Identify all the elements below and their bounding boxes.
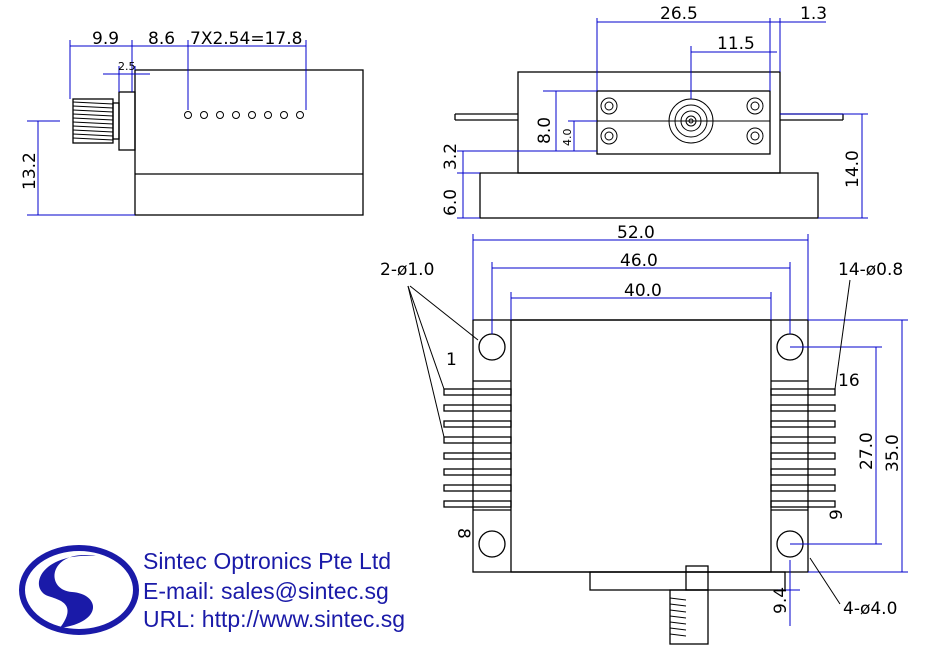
top-view: 52.0 46.0 40.0 2-ø1.0 14-ø0.8 4-ø4.0 27.…	[380, 223, 908, 645]
end-dim-4: 4.0	[561, 129, 574, 147]
end-dim-6: 6.0	[441, 189, 461, 216]
end-view: 26.5 1.3 11.5 8.0 4.0 3.2 6.0 14.0	[441, 4, 868, 219]
company-logo	[19, 545, 139, 635]
right-pins	[770, 388, 836, 508]
top-dim-94: 9.4	[771, 587, 791, 614]
top-holes-large: 4-ø4.0	[843, 599, 897, 619]
side-dim-mid: 8.6	[148, 29, 175, 49]
pin-label-8: 8	[453, 528, 473, 539]
company-name: Sintec Optronics Pte Ltd	[143, 548, 392, 574]
top-holes-pins: 14-ø0.8	[838, 260, 903, 280]
pin-label-1: 1	[446, 350, 457, 370]
top-dim-46: 46.0	[620, 251, 658, 271]
top-dim-52: 52.0	[617, 223, 655, 243]
company-email[interactable]: E-mail: sales@sintec.sg	[143, 578, 389, 604]
side-dim-pins: 7X2.54=17.8	[190, 29, 302, 49]
top-holes-small: 2-ø1.0	[380, 260, 434, 280]
side-dim-left: 9.9	[92, 29, 119, 49]
top-dim-35: 35.0	[883, 434, 903, 472]
top-dim-27: 27.0	[857, 432, 877, 470]
company-url[interactable]: URL: http://www.sintec.sg	[143, 606, 406, 632]
pin-label-16: 16	[838, 371, 860, 391]
end-dim-32: 3.2	[441, 143, 461, 170]
end-dim-8: 8.0	[535, 117, 555, 144]
end-dim-center: 11.5	[717, 34, 755, 54]
end-dim-flange: 1.3	[800, 4, 827, 24]
side-view: 9.9 8.6 7X2.54=17.8 2.5 13.2	[20, 29, 364, 216]
side-dim-small: 2.5	[118, 60, 136, 73]
side-dim-height: 13.2	[20, 152, 40, 190]
left-pins	[443, 388, 512, 508]
end-dim-width: 26.5	[660, 4, 698, 24]
pin-label-9: 9	[827, 509, 847, 520]
top-dim-40: 40.0	[624, 281, 662, 301]
end-dim-14: 14.0	[843, 150, 863, 188]
